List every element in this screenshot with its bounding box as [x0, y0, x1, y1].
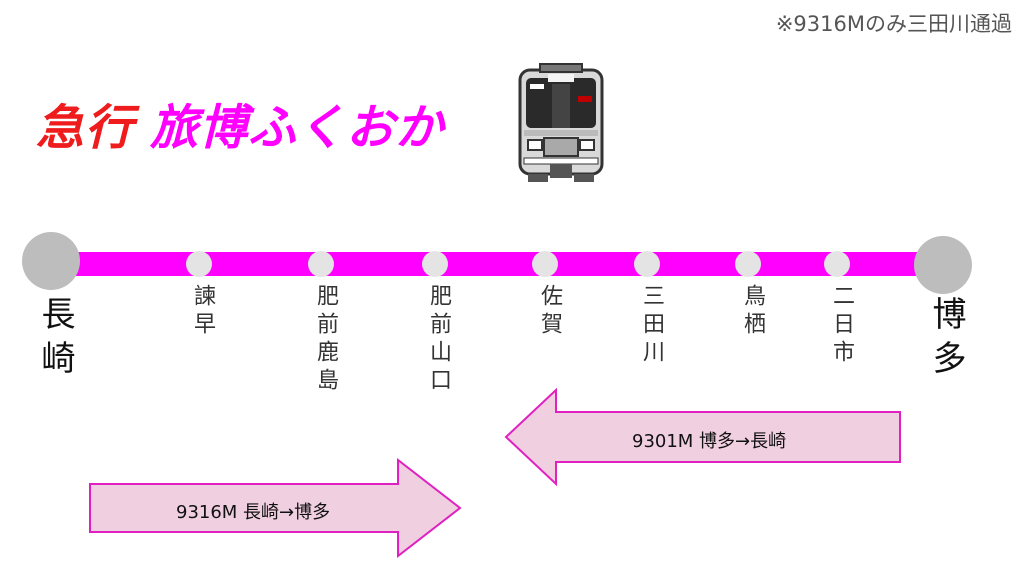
train-front-icon	[518, 63, 604, 182]
terminal-start-label: 長崎	[35, 296, 75, 384]
station-label: 三田川	[639, 284, 664, 368]
station-label: 佐賀	[537, 284, 562, 340]
outbound-arrow	[504, 388, 901, 487]
station-marker	[308, 251, 334, 277]
station-label: 肥前山口	[426, 284, 451, 396]
terminal-start-marker	[22, 232, 80, 290]
service-title: 急行旅博ふくおか	[36, 88, 444, 158]
station-marker	[634, 251, 660, 277]
note-text: ※9316Mのみ三田川通過	[775, 12, 1012, 36]
service-name: 旅博ふくおか	[150, 100, 445, 156]
station-label: 二日市	[829, 284, 854, 368]
station-label: 鳥栖	[740, 284, 765, 340]
station-marker	[422, 251, 448, 277]
inbound-arrow	[89, 458, 462, 558]
station-label: 肥前鹿島	[313, 284, 338, 396]
station-marker	[735, 251, 761, 277]
station-marker	[186, 251, 212, 277]
service-type: 急行	[36, 100, 135, 156]
outbound-train-label: 9301M 博多→長崎	[632, 431, 787, 452]
terminal-end-label: 博多	[926, 296, 966, 384]
station-label: 諫早	[190, 284, 215, 340]
station-marker	[532, 251, 558, 277]
inbound-train-label: 9316M 長崎→博多	[176, 502, 331, 523]
station-marker	[824, 251, 850, 277]
terminal-end-marker	[914, 236, 972, 294]
